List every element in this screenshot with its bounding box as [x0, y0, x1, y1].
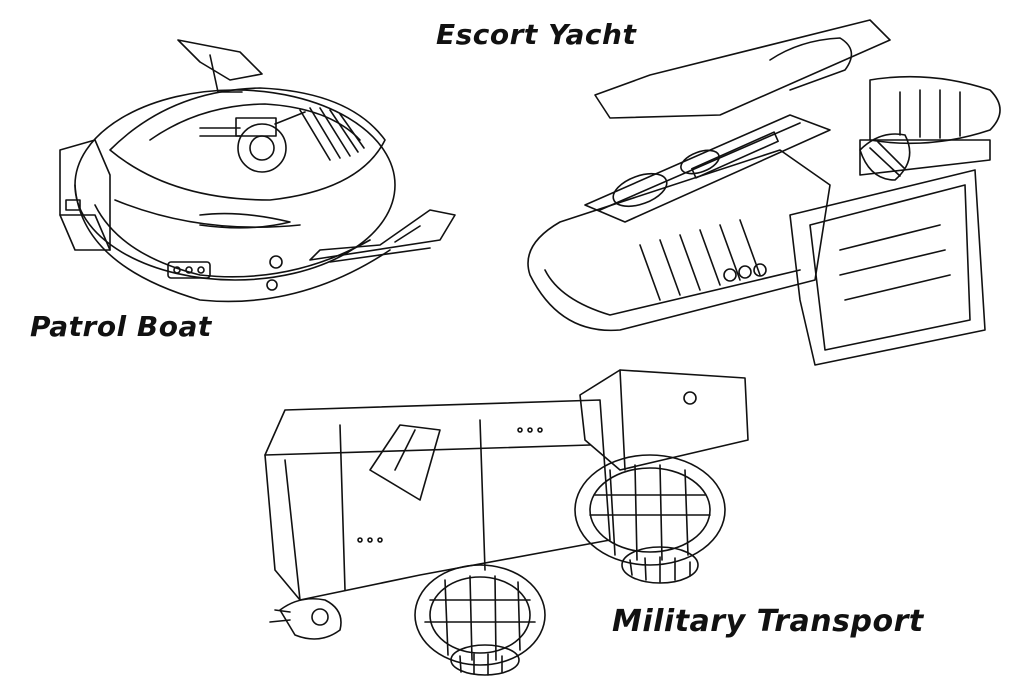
- military-transport-drawing: [264, 369, 749, 676]
- escort-yacht-drawing: [527, 19, 1001, 366]
- patrol-boat-drawing: [59, 39, 456, 303]
- patrol-boat-label: Patrol Boat: [30, 310, 212, 343]
- escort-yacht-label: Escort Yacht: [436, 18, 637, 51]
- military-transport-label: Military Transport: [612, 604, 924, 639]
